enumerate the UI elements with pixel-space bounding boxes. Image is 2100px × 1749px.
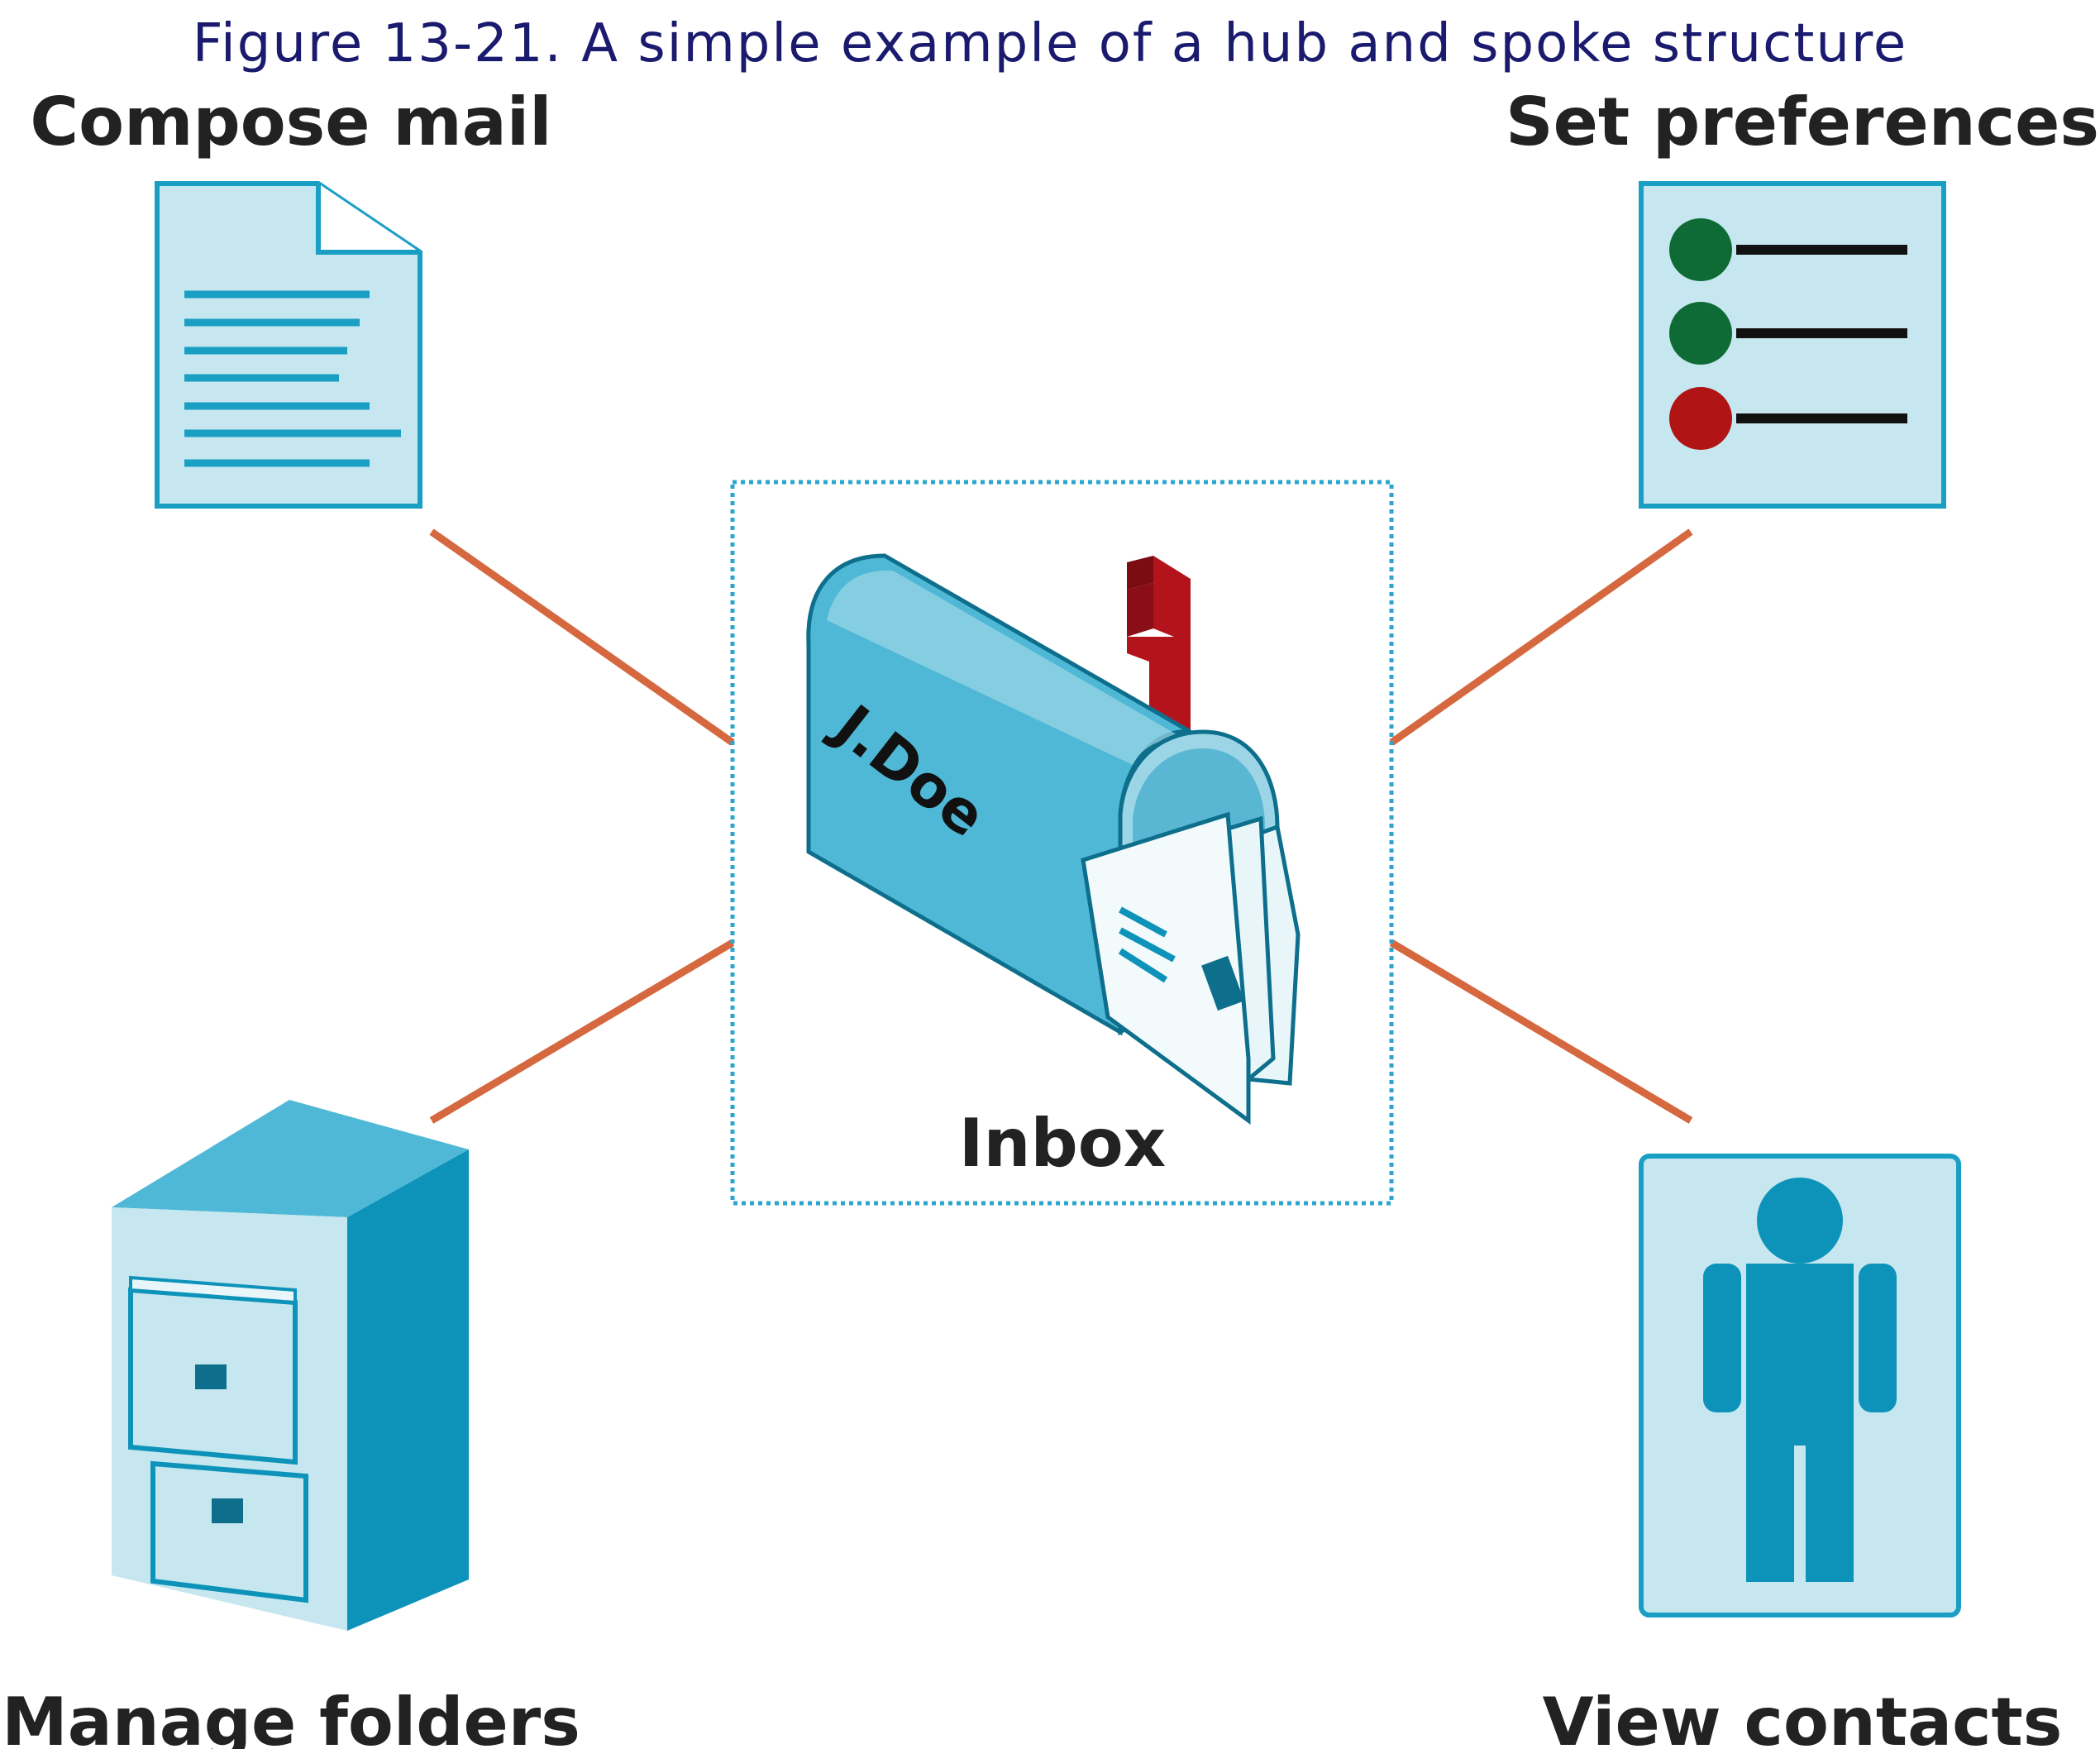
spoke-label-set-preferences: Set preferences [1506,84,2099,160]
document-icon [155,181,422,509]
hub-border [730,480,1394,1206]
figure-caption: Figure 13-21. A simple example of a hub … [193,13,1907,74]
spoke-label-compose-mail: Compose mail [30,84,551,160]
spoke-view-contacts[interactable]: View contacts [1543,1154,2063,1749]
spoke-manage-folders[interactable]: Manage folders [2,1100,580,1749]
preferences-list-icon [1639,181,1946,509]
connector-compose [429,528,735,746]
spoke-label-view-contacts: View contacts [1543,1684,2063,1749]
person-icon [1639,1154,1961,1618]
connector-contacts [1389,939,1693,1124]
spoke-label-manage-folders: Manage folders [2,1684,580,1749]
connector-preferences [1389,528,1693,746]
connector-folders [429,939,735,1124]
hub-inbox[interactable]: J.Doe Inbox [730,480,1394,1206]
connectors [429,528,1693,1124]
filing-cabinet-icon [112,1100,469,1631]
hub-label: Inbox [959,1105,1167,1182]
mailbox-icon [806,553,1301,1125]
spoke-set-preferences[interactable]: Set preferences [1506,84,2099,509]
spoke-compose-mail[interactable]: Compose mail [30,84,552,509]
